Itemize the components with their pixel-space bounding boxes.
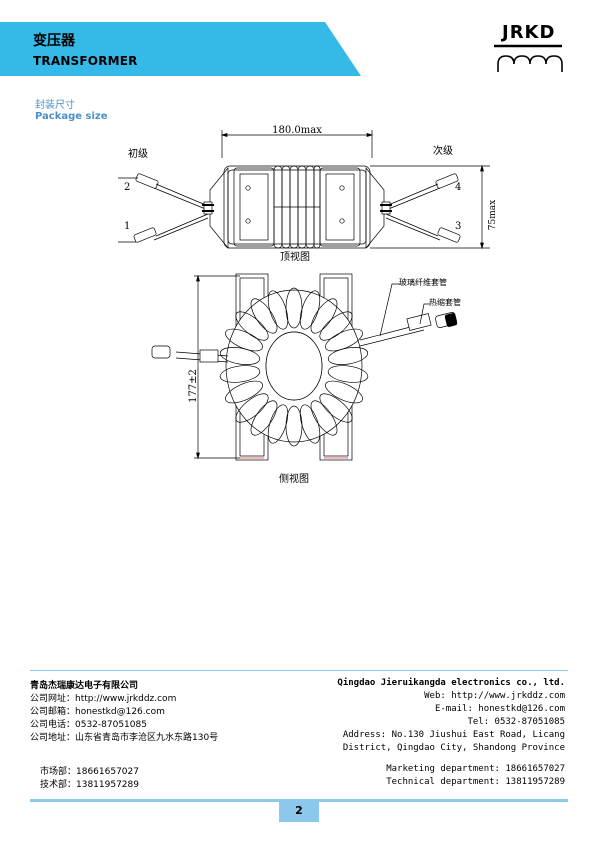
footer-email-en: E-mail: honestkd@126.com — [434, 704, 565, 714]
side-height-dimension-label: 177±2 — [188, 369, 199, 403]
footer-website-en: Web: http://www.jrkddz.com — [424, 691, 565, 701]
pin-2-label: 2 — [124, 182, 130, 193]
footer-address-cn: 公司地址：山东省青岛市李沧区九水东路130号 — [30, 733, 219, 743]
footer-company-cn: 青岛杰瑞康达电子有限公司 — [30, 681, 139, 691]
secondary-label: 次级 — [433, 144, 453, 157]
section-title-en: Package size — [35, 111, 108, 122]
footer-phone-cn: 公司电话：0532-87051085 — [30, 720, 147, 730]
footer-technical-en: Technical department: 13811957289 — [386, 777, 565, 787]
footer-company-en: Qingdao Jieruikangda electronics co., lt… — [337, 678, 565, 688]
primary-label: 初级 — [128, 147, 148, 160]
footer-address-en-2: District, Qingdao City, Shandong Provinc… — [342, 743, 565, 753]
height-dimension-label: 75max — [488, 200, 498, 230]
footer-divider — [30, 670, 568, 671]
header-band — [0, 22, 361, 76]
side-view-caption: 侧视图 — [279, 472, 309, 485]
company-logo-text: JRKD — [502, 22, 556, 43]
top-view-caption: 顶视图 — [280, 250, 310, 263]
package-drawing: 180.0max 75max 初级 次级 2 1 4 3 顶视图 177±2 玻… — [118, 125, 498, 485]
footer-website-cn: 公司网址：http://www.jrkddz.com — [30, 694, 177, 704]
footer-technical-cn: 技术部：13811957289 — [40, 780, 139, 790]
footer-marketing-cn: 市场部：18661657027 — [40, 767, 139, 777]
pin-3-label: 3 — [455, 221, 461, 232]
footer-phone-en: Tel: 0532-87051085 — [467, 717, 565, 727]
width-dimension-label: 180.0max — [272, 125, 322, 136]
page-title-cn: 变压器 — [33, 33, 75, 49]
heat-shrink-sleeve-label: 热缩套管 — [429, 297, 461, 307]
page-title-en: TRANSFORMER — [33, 54, 138, 68]
page-number: 2 — [295, 804, 303, 817]
footer-marketing-en: Marketing department: 18661657027 — [386, 764, 565, 774]
pin-1-label: 1 — [124, 221, 130, 232]
pin-4-label: 4 — [455, 182, 461, 193]
footer-email-cn: 公司邮箱：honestkd@126.com — [30, 707, 165, 717]
company-logo-icon — [494, 44, 563, 72]
footer-address-en-1: Address: No.130 Jiushui East Road, Lican… — [342, 730, 565, 740]
fiberglass-sleeve-label: 玻璃纤维套管 — [399, 277, 447, 287]
section-title-cn: 封装尺寸 — [35, 100, 75, 111]
page-number-box — [279, 800, 319, 822]
